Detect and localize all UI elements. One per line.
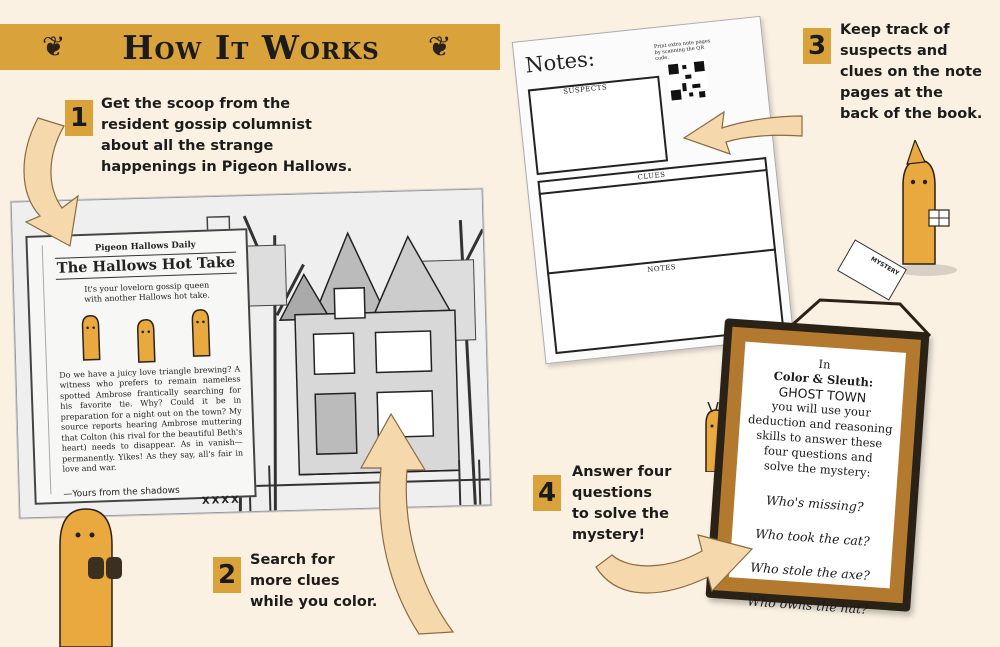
ghost-trio-icon xyxy=(81,308,211,363)
newspaper-body: Do we have a juicy love triangle brewing… xyxy=(59,364,244,474)
curved-arrow-icon xyxy=(23,117,79,247)
notes-page: Notes: Print extra note pages by scannin… xyxy=(511,15,795,365)
ghost-party-hat-icon xyxy=(897,140,957,276)
notes-title: Notes: xyxy=(524,46,596,78)
header-banner xyxy=(0,24,500,70)
leaf-ornament-left-icon: ❦ xyxy=(42,30,66,63)
step-4-number: 4 xyxy=(533,475,561,511)
leaf-ornament-right-icon: ❦ xyxy=(428,30,452,63)
newspaper-page: Pigeon Hallows Daily The Hallows Hot Tak… xyxy=(25,228,257,507)
frame-wire-icon xyxy=(780,298,932,338)
right-arrow-icon xyxy=(595,534,754,594)
newspaper-intro: It's your lovelorn gossip queen with ano… xyxy=(84,280,210,304)
question-2: Who took the cat? xyxy=(754,525,871,549)
step-3-number: 3 xyxy=(803,28,831,64)
step-1-number: 1 xyxy=(65,100,93,136)
step-2-number: 2 xyxy=(213,557,241,593)
ghost-binoculars-icon xyxy=(59,508,122,647)
page-title: How It Works xyxy=(122,28,380,67)
qr-code-icon xyxy=(665,58,710,103)
newspaper-headline: The Hallows Hot Take xyxy=(55,251,237,280)
question-1: Who's missing? xyxy=(765,492,865,515)
qr-caption: Print extra note pages by scanning the Q… xyxy=(653,38,711,63)
up-arrow-icon xyxy=(359,412,455,635)
left-arrow-icon xyxy=(682,110,803,155)
